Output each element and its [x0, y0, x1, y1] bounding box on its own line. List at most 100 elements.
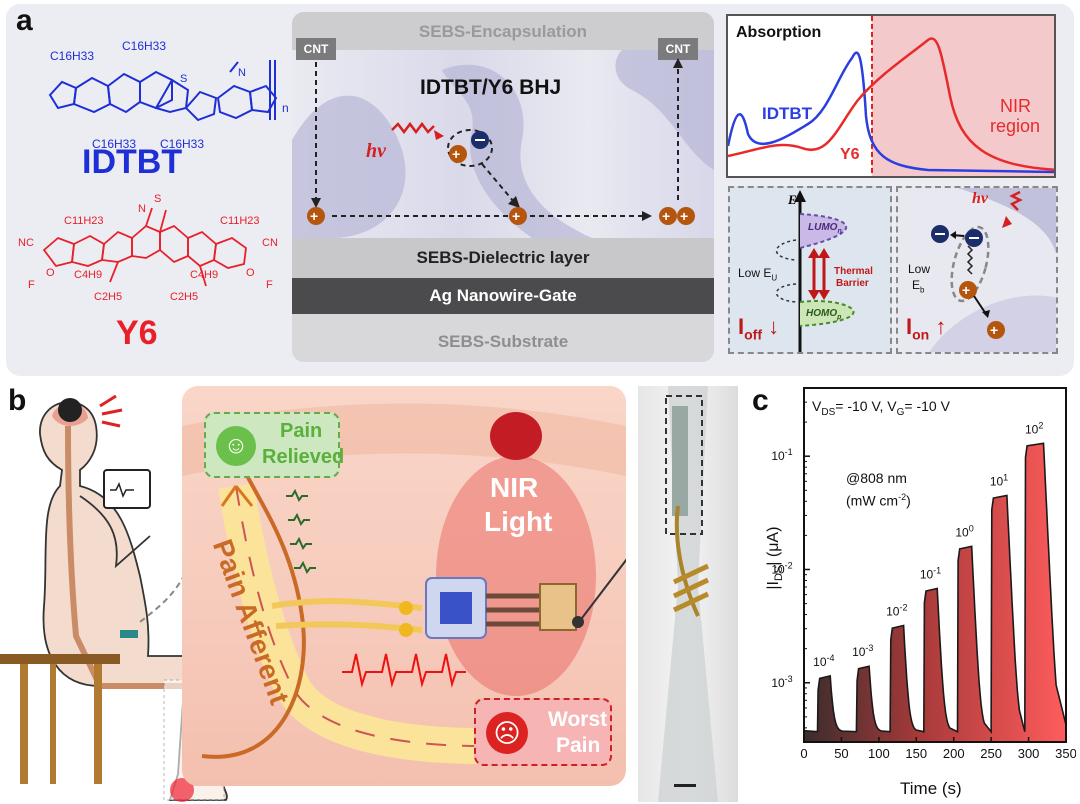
- ion-svg: + +: [929, 188, 1056, 352]
- x-tick-label: 100: [868, 746, 890, 761]
- x-tick-label: 350: [1055, 746, 1076, 761]
- idtbt-s-atom: S: [180, 73, 187, 85]
- ylabel-main: |I: [764, 581, 782, 590]
- y6-structure: C11H23 C11H23 NC CN C4H9 C4H9 C2H5 C2H5 …: [18, 193, 278, 303]
- nir-light-label-1: NIR: [490, 472, 539, 503]
- encapsulation-label: SEBS-Encapsulation: [418, 22, 588, 41]
- pulse-intensity-label: 10-2: [886, 603, 907, 619]
- ylabel-sub: DS: [773, 565, 786, 582]
- y6-c2-right: C2H5: [170, 291, 198, 303]
- worst-pain-line2: Pain: [556, 734, 601, 757]
- x-axis-label: Time (s): [900, 779, 962, 798]
- sad-face-icon: ☹: [486, 712, 528, 754]
- pulse-intensity-label: 10-3: [852, 643, 873, 659]
- pulse-intensity-label: 100: [955, 523, 973, 539]
- intensity-unit: (mW cm-2): [846, 492, 911, 509]
- gate-label: Ag Nanowire-Gate: [429, 286, 577, 305]
- nir-label-line2: region: [990, 116, 1041, 136]
- device-photo: [638, 386, 738, 802]
- nir-region: [872, 16, 1054, 176]
- ion-arrow: ↑: [935, 314, 947, 339]
- svg-text:+: +: [512, 208, 520, 224]
- svg-text:+: +: [662, 208, 670, 224]
- cond-vds-sub: DS: [821, 406, 836, 418]
- idtbt-sub-br: C16H33: [160, 137, 204, 151]
- dielectric-layer: SEBS-Dielectric layer: [292, 238, 714, 278]
- absorption-y6-label: Y6: [840, 146, 860, 163]
- x-tick-label: 300: [1018, 746, 1040, 761]
- y-tick-label: 10-3: [771, 674, 792, 690]
- ion-hv: hv: [972, 190, 988, 207]
- y6-c4-right: C4H9: [190, 269, 218, 281]
- substrate-label: SEBS-Substrate: [437, 332, 569, 351]
- absorption-curves: [728, 16, 1054, 176]
- worst-pain-box: ☹ Worst Pain: [474, 698, 612, 766]
- cnt-right-label: CNT: [665, 42, 691, 56]
- ion-text: I: [906, 314, 913, 339]
- svg-text:+: +: [962, 282, 970, 298]
- bhj-hv: hv: [366, 140, 386, 162]
- low-eb-text: E: [912, 278, 921, 292]
- homo-text: HOMO: [806, 308, 838, 319]
- dielectric-label: SEBS-Dielectric layer: [416, 248, 590, 267]
- pulse-intensity-label: 101: [990, 472, 1008, 488]
- y-axis-label: |IDS| (μA): [765, 483, 785, 633]
- chart-condition: VDS= -10 V, VG= -10 V: [812, 398, 950, 418]
- x-tick-label: 0: [800, 746, 807, 761]
- thermal-label-1: Thermal: [834, 266, 873, 277]
- absorption-plot: Absorption IDTBT Y6 NIR region: [726, 14, 1056, 178]
- idtbt-sub-tl: C16H33: [50, 49, 94, 63]
- charge-transport: + + + + +: [307, 58, 695, 225]
- low-eu-label: Low EU: [738, 266, 777, 282]
- nerve-scene: ☺ Pain Relieved NIR Light Pain Afferent …: [182, 386, 626, 786]
- wavelength-label: @808 nm: [846, 470, 907, 486]
- homo-sub: p: [837, 314, 842, 321]
- panel-b-label: b: [8, 384, 27, 417]
- gate-layer: Ag Nanowire-Gate: [292, 278, 714, 314]
- cond-mid: = -10 V, V: [835, 398, 897, 414]
- lumo-label: LUMOn: [808, 222, 842, 235]
- y6-c2-left: C2H5: [94, 291, 122, 303]
- ylabel-post: | (μA): [764, 526, 782, 566]
- idtbt-sub-bl: C16H33: [92, 137, 136, 151]
- bhj-domains: [292, 50, 714, 238]
- absorption-title: Absorption: [736, 24, 822, 41]
- idtbt-n-atom: N: [238, 67, 246, 79]
- cnt-right: CNT: [658, 38, 698, 60]
- low-eb-sub: b: [920, 285, 925, 295]
- y6-nc-left: NC: [18, 237, 34, 249]
- panel-c-label: c: [752, 384, 769, 417]
- device-stack: SEBS-Encapsulation CNT CNT IDTBT/Y6 BHJ …: [292, 12, 714, 362]
- cond-end: = -10 V: [904, 398, 950, 414]
- y6-s-atom: S: [154, 193, 161, 205]
- svg-text:+: +: [452, 146, 460, 162]
- x-tick-label: 50: [834, 746, 848, 761]
- cnt-left: CNT: [296, 38, 336, 60]
- photocurrent-line: [803, 442, 1067, 734]
- chart-frame: [803, 387, 1067, 743]
- pulse-intensity-label: 10-4: [813, 653, 834, 669]
- y6-f-left: F: [28, 279, 35, 291]
- ion-label: Ion ↑: [906, 314, 946, 342]
- idtbt-title: IDTBT: [82, 143, 183, 181]
- y6-c11-left: C11H23: [64, 215, 104, 227]
- thermal-label-2: Barrier: [836, 278, 869, 289]
- panel-a-label: a: [16, 4, 33, 37]
- low-eb-line1: Low: [908, 262, 931, 276]
- y6-c11-right: C11H23: [220, 215, 260, 227]
- pain-relieved-line1: Pain: [280, 420, 323, 442]
- y6-title: Y6: [116, 314, 158, 352]
- y6-f-right: F: [266, 279, 273, 291]
- bhj-title: IDTBT/Y6 BHJ: [420, 76, 562, 99]
- encapsulation-layer: SEBS-Encapsulation: [292, 12, 714, 50]
- cnt-left-label: CNT: [303, 42, 329, 56]
- svg-text:+: +: [990, 322, 998, 338]
- idtbt-sub-tr: C16H33: [122, 39, 166, 53]
- x-tick-label: 200: [943, 746, 965, 761]
- substrate-layer: SEBS-Substrate: [292, 314, 714, 362]
- unit-post: ): [906, 492, 911, 509]
- y-tick-label: 10-1: [771, 447, 792, 463]
- worst-pain-line1: Worst: [548, 708, 608, 731]
- pain-relieved-line2: Relieved: [262, 446, 345, 468]
